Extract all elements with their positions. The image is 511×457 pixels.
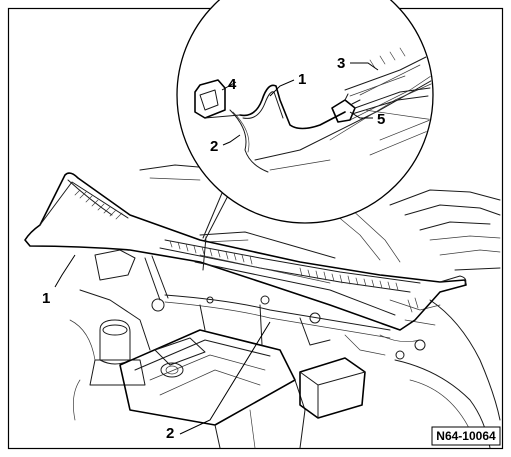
callout-1-detail: 1: [298, 71, 306, 88]
callout-1-main: 1: [42, 290, 50, 307]
callout-2-detail: 2: [210, 138, 218, 155]
callout-leaders: [54, 62, 379, 435]
callout-4-detail: 4: [228, 76, 237, 93]
reference-code: N64-10064: [436, 429, 496, 443]
callout-2-main: 2: [166, 425, 174, 442]
plenum-panel-cover: [24, 172, 467, 331]
callout-5-detail: 5: [377, 111, 385, 128]
detail-inset: [176, 0, 434, 271]
reference-code-box: N64-10064: [431, 426, 501, 446]
callout-3-detail: 3: [337, 55, 345, 72]
